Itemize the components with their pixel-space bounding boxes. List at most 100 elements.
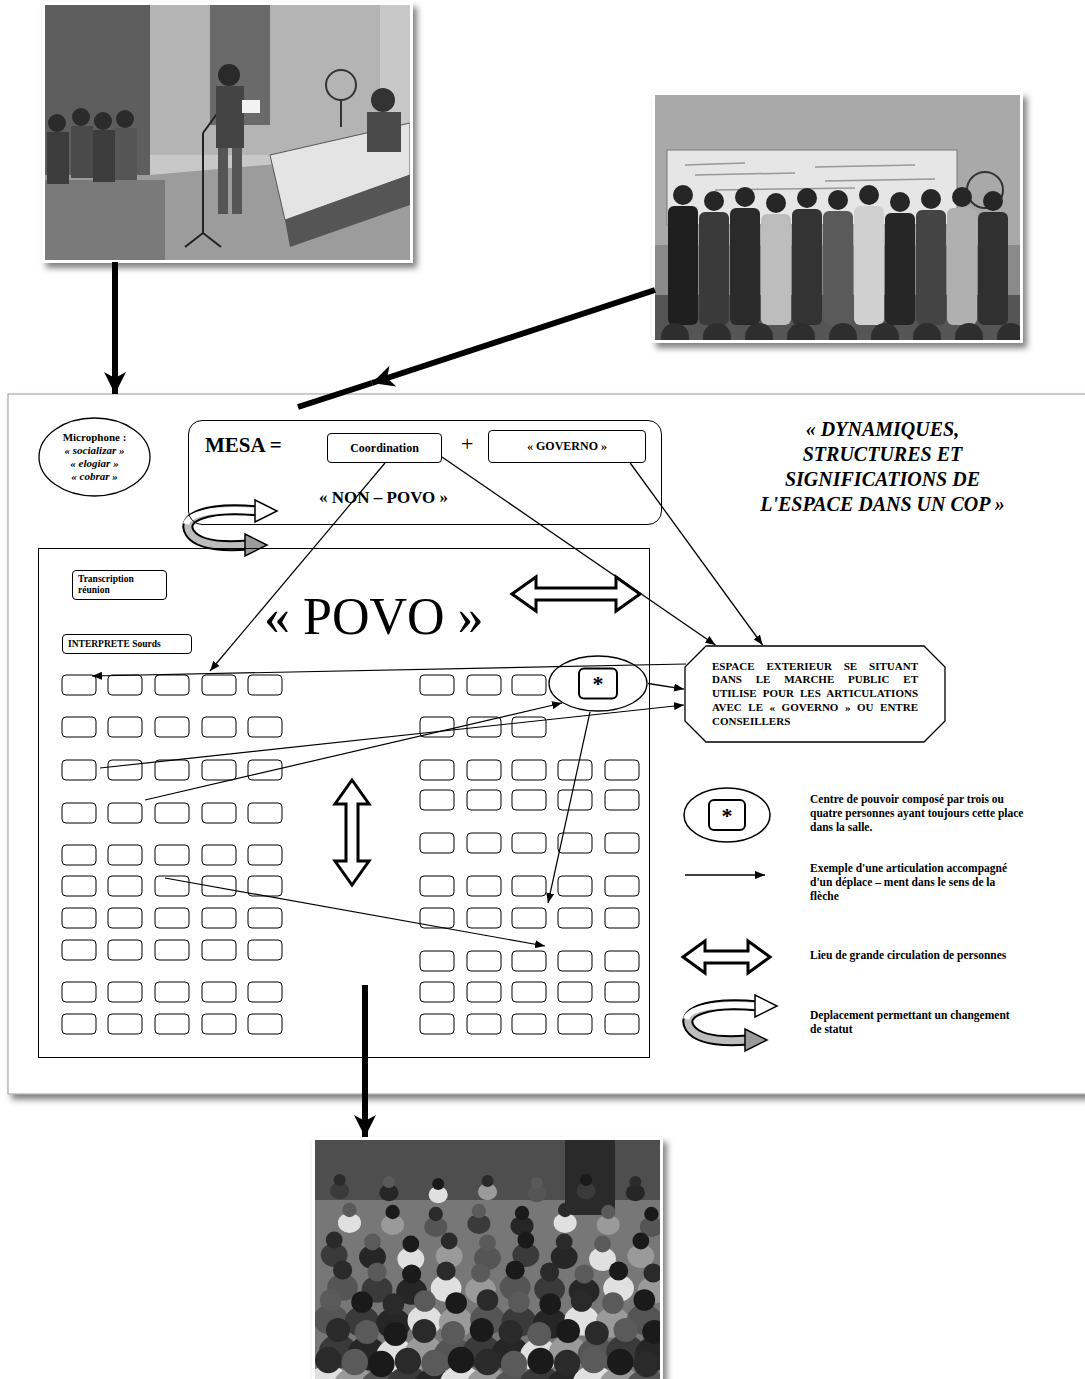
seat — [605, 951, 639, 971]
plus-sign: + — [461, 431, 473, 457]
seat — [62, 876, 96, 896]
seat — [512, 760, 546, 780]
seat — [248, 908, 282, 928]
seat — [155, 717, 189, 737]
audience-person — [381, 1205, 404, 1235]
seat — [467, 951, 501, 971]
photo-arrow — [112, 262, 118, 394]
seat — [467, 833, 501, 853]
circulation-arrow — [335, 780, 369, 885]
seat — [512, 675, 546, 695]
legend-circulation-sample — [683, 941, 770, 973]
seat — [62, 908, 96, 928]
seat — [467, 982, 501, 1002]
legend-text: Deplacement permettant un changement de … — [810, 1009, 1010, 1037]
seat — [248, 845, 282, 865]
exterior-space-text: ESPACE EXTERIEUR SE SITUANT DANS LE MARC… — [712, 660, 918, 729]
audience-head — [745, 323, 773, 340]
seat — [248, 940, 282, 960]
audience-person — [626, 1176, 645, 1201]
seat-grid — [62, 675, 639, 1034]
seat — [155, 940, 189, 960]
audience-person — [551, 1234, 578, 1269]
seat — [248, 760, 282, 780]
diagram-panel — [8, 394, 1085, 1094]
mesa-box: MESA =+« NON – POVO »Coordination« GOVER… — [188, 420, 662, 525]
seat — [108, 675, 142, 695]
seat — [605, 1014, 639, 1034]
seat — [558, 760, 592, 780]
coordination-box: Coordination — [327, 433, 442, 463]
seat — [202, 982, 236, 1002]
seat — [420, 982, 454, 1002]
audience-person — [510, 1206, 533, 1236]
seat — [202, 760, 236, 780]
photo-speaker — [42, 2, 413, 263]
seat — [512, 951, 546, 971]
standing-person — [730, 187, 760, 325]
standing-person — [854, 185, 884, 325]
standing-person — [761, 193, 791, 325]
seat — [605, 908, 639, 928]
seat — [108, 876, 142, 896]
seat — [108, 940, 142, 960]
legend-line-sample — [685, 874, 765, 875]
seat — [202, 940, 236, 960]
seat — [202, 675, 236, 695]
seat — [467, 675, 501, 695]
seat — [248, 982, 282, 1002]
standing-person — [916, 189, 946, 325]
seat — [467, 908, 501, 928]
diagram-title: « DYNAMIQUES, STRUCTURES ET SIGNIFICATIO… — [750, 417, 1015, 517]
audience-person — [338, 1203, 361, 1233]
seat — [467, 760, 501, 780]
seat — [512, 876, 546, 896]
microphone-use: « elogiar » — [70, 457, 118, 470]
audience-person — [379, 1176, 398, 1201]
seat — [605, 790, 639, 810]
seat — [512, 1014, 546, 1034]
seat — [248, 1014, 282, 1034]
legend-status-sample — [686, 995, 777, 1051]
legend-star: * — [722, 805, 733, 827]
audience-head — [829, 323, 857, 340]
microphone-use: « socializar » — [65, 444, 125, 457]
standing-person — [668, 185, 698, 325]
articulation-lines — [92, 463, 686, 946]
seat — [202, 1014, 236, 1034]
seat — [467, 876, 501, 896]
seat — [155, 845, 189, 865]
audience-person — [554, 1203, 577, 1233]
standing-person — [699, 191, 729, 325]
audience-person — [627, 1233, 654, 1268]
transcription-label: Transcription réunion — [78, 574, 161, 596]
seat — [62, 717, 96, 737]
audience-person — [576, 1174, 595, 1199]
seat — [108, 803, 142, 823]
exterior-space-octagon: ESPACE EXTERIEUR SE SITUANT DANS LE MARC… — [684, 645, 946, 743]
photo-audience — [307, 1137, 673, 1379]
seat — [420, 833, 454, 853]
legend-text: Exemple d'une articulation accompagné d'… — [810, 862, 1025, 903]
seat — [512, 790, 546, 810]
seat — [202, 717, 236, 737]
circulation-arrow — [512, 577, 640, 611]
power-centre-star: * — [593, 673, 604, 695]
microphone-ellipse: Microphone :« socializar »« elogiar »« c… — [38, 417, 151, 497]
seat — [512, 908, 546, 928]
seat — [62, 675, 96, 695]
standing-person — [885, 192, 915, 325]
seat — [108, 760, 142, 780]
seat — [420, 760, 454, 780]
transcription-box: Transcription réunion — [72, 570, 167, 600]
audience-person — [597, 1205, 620, 1235]
povo-label: « POVO » — [264, 587, 484, 647]
legend-text: Lieu de grande circulation de personnes — [810, 949, 1010, 963]
seat — [62, 982, 96, 1002]
seat — [420, 790, 454, 810]
governo-label: « GOVERNO » — [527, 439, 607, 454]
photo-arrow-tail — [298, 383, 372, 407]
seat — [558, 908, 592, 928]
seat — [108, 717, 142, 737]
audience-head — [955, 323, 983, 340]
